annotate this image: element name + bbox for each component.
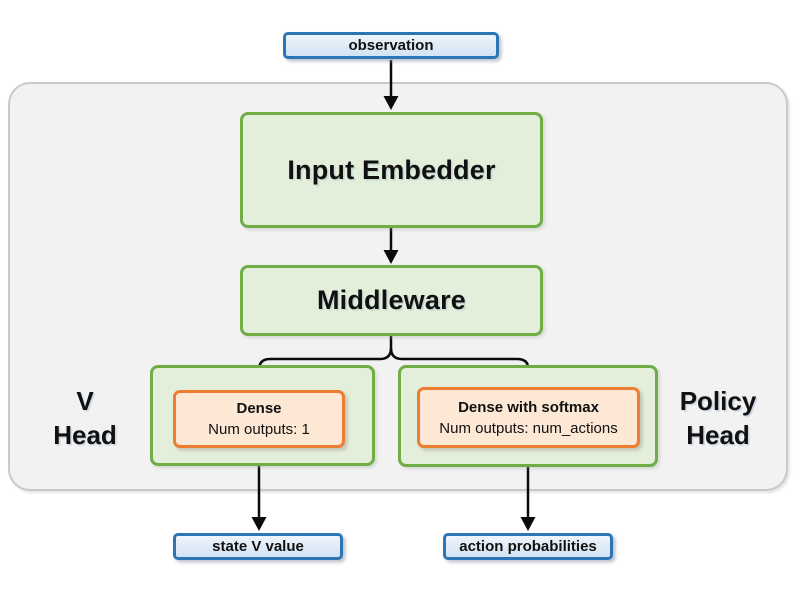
middleware-label: Middleware bbox=[316, 285, 467, 315]
observation-node: observation bbox=[283, 32, 499, 59]
input-embedder-label: Input Embedder bbox=[287, 154, 496, 185]
v-head-dense-node: Dense Num outputs: 1 bbox=[173, 390, 345, 448]
v-head-dense-title: Dense bbox=[236, 400, 282, 417]
action-probabilities-label: action probabilities bbox=[459, 538, 597, 555]
state-v-value-node: state V value bbox=[173, 533, 343, 560]
state-v-value-label: state V value bbox=[212, 538, 304, 555]
input-embedder-node: Input Embedder bbox=[240, 112, 543, 228]
policy-head-dense-title: Dense with softmax bbox=[458, 398, 599, 416]
middleware-node: Middleware bbox=[240, 265, 543, 336]
v-head-side-label-line1: V bbox=[76, 386, 94, 416]
v-head-dense-subtitle: Num outputs: 1 bbox=[208, 421, 310, 438]
policy-head-side-label-line1: Policy bbox=[679, 386, 757, 416]
policy-head-dense-node: Dense with softmax Num outputs: num_acti… bbox=[417, 387, 640, 448]
policy-head-side-label-line2: Head bbox=[686, 420, 750, 450]
v-head-side-label: V Head bbox=[30, 383, 140, 453]
observation-label: observation bbox=[348, 37, 434, 54]
v-head-side-label-line2: Head bbox=[53, 420, 117, 450]
policy-head-dense-subtitle: Num outputs: num_actions bbox=[439, 419, 618, 437]
action-probabilities-node: action probabilities bbox=[443, 533, 613, 560]
policy-head-side-label: Policy Head bbox=[658, 383, 778, 453]
